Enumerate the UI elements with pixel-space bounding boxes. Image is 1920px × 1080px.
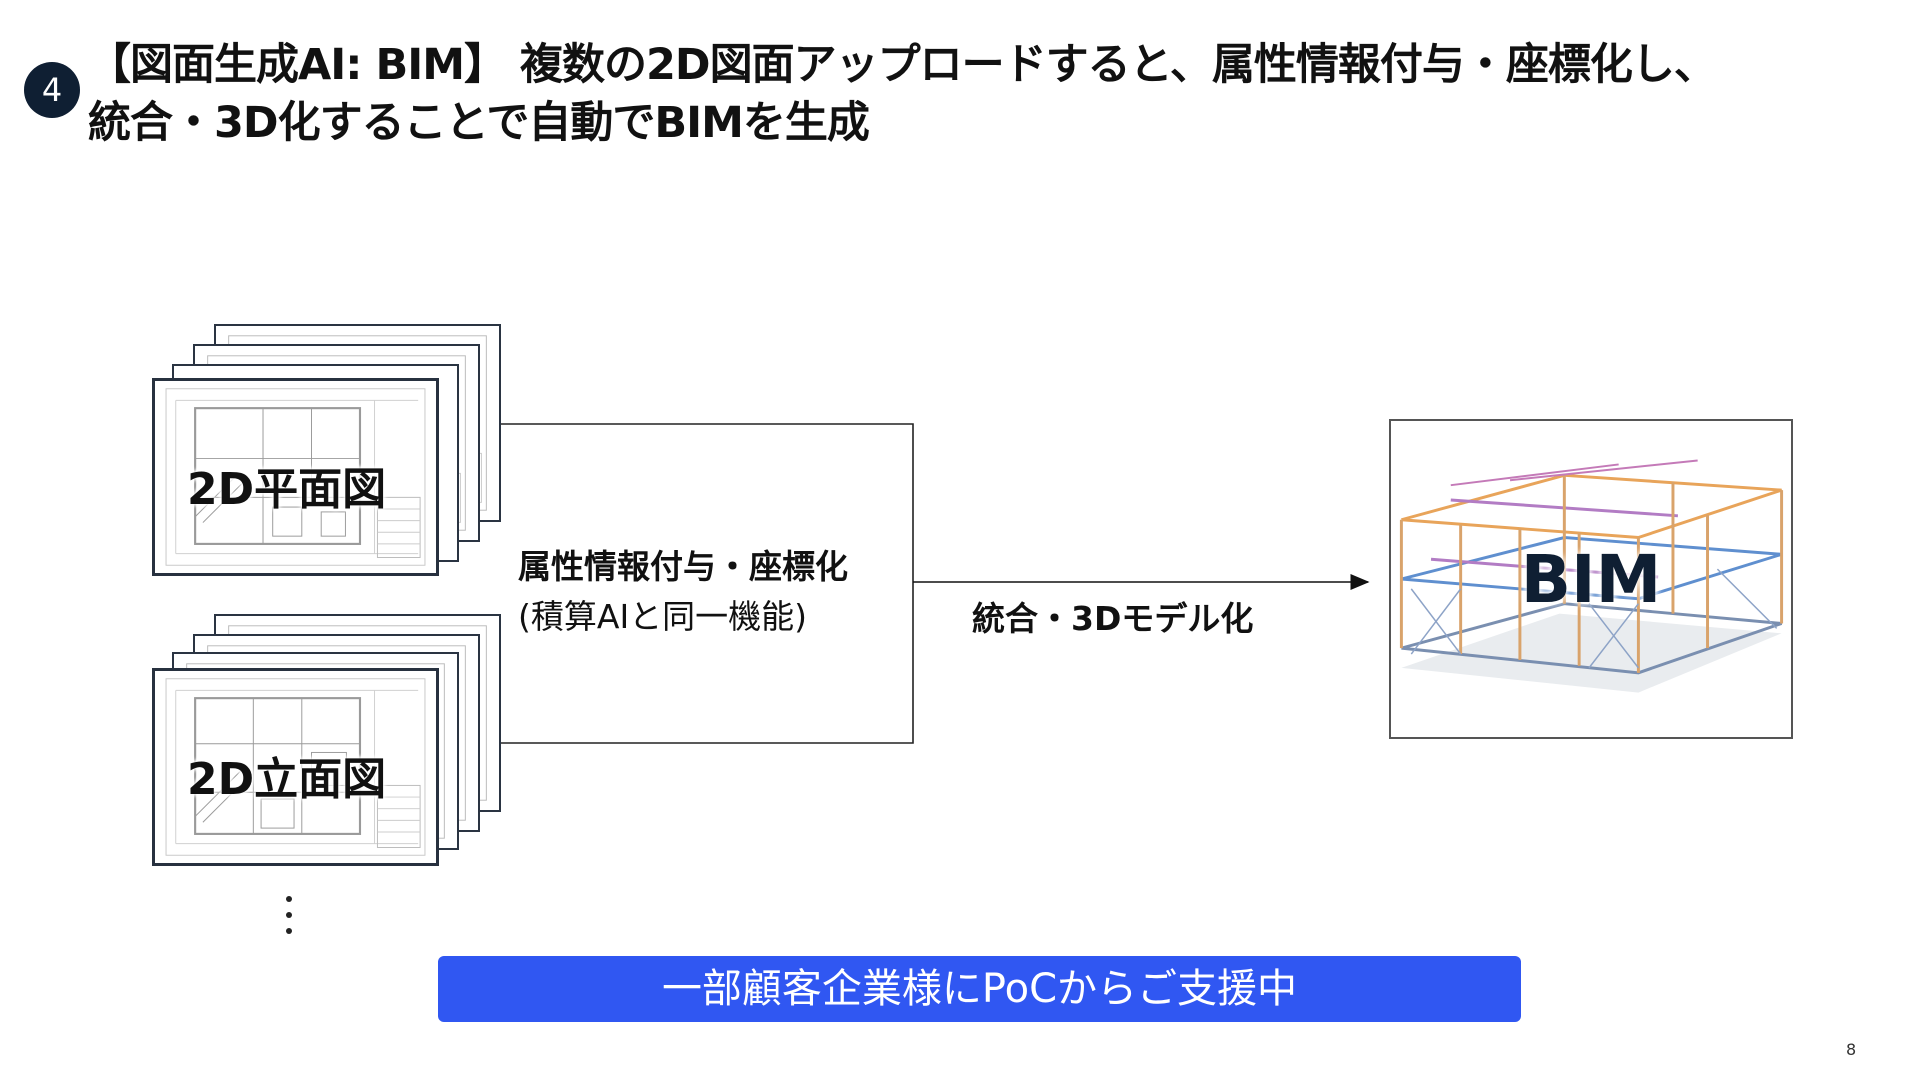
drawing-sheet-front: 2D平面図 (152, 378, 439, 576)
drawing-sheet-front: 2D立面図 (152, 668, 439, 866)
bim-3d-model-image (1399, 459, 1784, 693)
slide-title-line-2: 統合・3D化することで自動でBIMを生成 (88, 98, 870, 148)
page-number: 8 (1846, 1040, 1857, 1059)
bracket-line (500, 423, 914, 744)
more-drawings-ellipsis (286, 896, 296, 944)
process-main-label: 属性情報付与・座標化 (518, 547, 848, 586)
bim-output-box: BIM (1389, 419, 1793, 739)
floor-plan-drawing (165, 388, 426, 566)
elevation-label: 2D立面図 (187, 754, 387, 805)
process-sub-label: (積算AIと同一機能) (518, 597, 808, 636)
process-description: 属性情報付与・座標化 (積算AIと同一機能) (518, 540, 848, 638)
arrow-label: 統合・3Dモデル化 (972, 599, 1254, 638)
bim-label: BIM (1520, 541, 1662, 618)
elevation-drawing (165, 678, 426, 856)
poc-support-banner: 一部顧客企業様にPoCからご支援中 (438, 956, 1521, 1022)
floor-plan-label: 2D平面図 (187, 464, 387, 515)
step-number-badge: 4 (24, 62, 80, 118)
slide-title-line-1: 【図面生成AI: BIM】 複数の2D図面アップロードすると、属性情報付与・座標… (88, 40, 1717, 90)
